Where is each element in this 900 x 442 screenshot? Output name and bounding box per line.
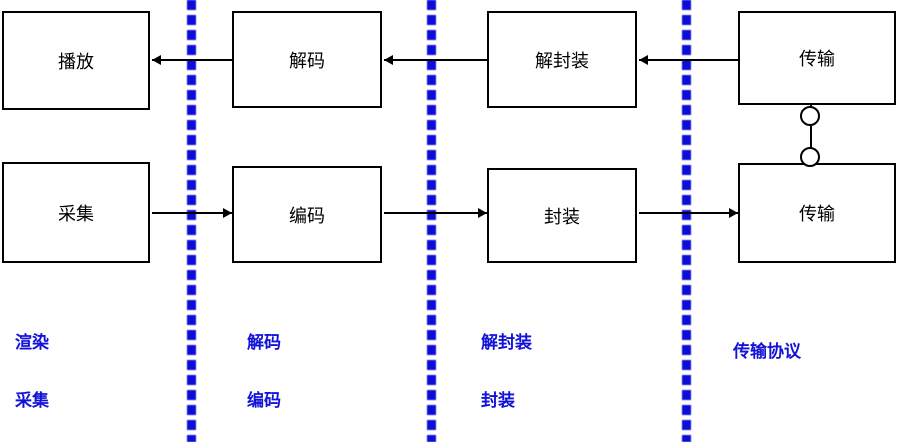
box-play-label: 播放 <box>58 51 94 73</box>
box-play: 播放 <box>2 11 150 110</box>
box-demux: 解封装 <box>487 11 637 108</box>
box-mux-label: 封装 <box>544 206 580 228</box>
network-node-circle-bottom <box>800 147 820 167</box>
box-transport-bottom-label: 传输 <box>799 204 835 225</box>
box-transport-top-label: 传输 <box>799 49 835 70</box>
box-decode: 解码 <box>232 11 382 108</box>
network-node-circle-top <box>800 106 820 126</box>
arrowhead-left-icon <box>384 55 393 65</box>
connector-encode-to-mux <box>384 212 487 214</box>
box-capture-label: 采集 <box>58 203 94 225</box>
arrowhead-right-icon <box>223 208 232 218</box>
connector-decode-to-play <box>152 59 232 61</box>
arrowhead-left-icon <box>152 55 161 65</box>
connector-transport-vertical <box>810 103 812 167</box>
note-col3-top: 解封装 <box>481 333 532 353</box>
note-col1-top: 渲染 <box>15 333 49 353</box>
connector-capture-to-encode <box>152 212 232 214</box>
box-encode: 编码 <box>232 166 382 263</box>
box-transport-top: 传输 <box>738 11 896 105</box>
note-col2-bottom: 编码 <box>247 391 281 411</box>
arrowhead-right-icon <box>729 208 738 218</box>
connector-demux-to-decode <box>384 59 487 61</box>
stage-separator-line-3 <box>682 0 691 442</box>
box-decode-label: 解码 <box>289 50 325 72</box>
connector-mux-to-transport <box>639 212 738 214</box>
stage-separator-line-2 <box>427 0 436 442</box>
connector-transport-to-demux <box>639 59 738 61</box>
note-col2-top: 解码 <box>247 333 281 353</box>
note-col1-bottom: 采集 <box>15 391 49 411</box>
box-mux: 封装 <box>487 168 637 263</box>
box-capture: 采集 <box>2 162 150 263</box>
box-encode-label: 编码 <box>289 205 325 227</box>
box-transport-bottom: 传输 <box>738 163 896 263</box>
arrowhead-left-icon <box>639 55 648 65</box>
stage-separator-line-1 <box>187 0 196 442</box>
box-demux-label: 解封装 <box>535 50 589 72</box>
note-col4: 传输协议 <box>733 342 801 362</box>
note-col3-bottom: 封装 <box>481 391 515 411</box>
arrowhead-right-icon <box>478 208 487 218</box>
